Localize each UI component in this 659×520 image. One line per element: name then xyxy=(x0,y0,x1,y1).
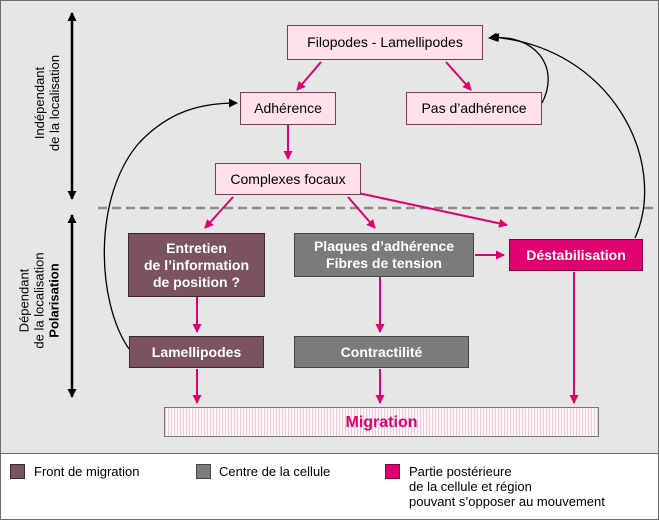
legend-swatch-front xyxy=(10,464,25,479)
legend-label-centre: Centre de la cellule xyxy=(219,464,331,479)
legend-swatch-rear xyxy=(385,464,400,479)
label-polarisation: Polarisation xyxy=(46,263,62,338)
arrow-lamellipodes-adherence xyxy=(103,98,238,350)
legend-label-front: Front de migration xyxy=(34,464,140,479)
arrow-complexes-destabilisation xyxy=(357,192,508,228)
arrow-filopodes-adherence xyxy=(296,61,322,91)
arrow-destabilisation-filopodes xyxy=(490,33,646,239)
box-plaques-fibres: Plaques d’adhérence Fibres de tension xyxy=(294,233,474,277)
arrow-filopodes-pas-adherence xyxy=(445,61,472,91)
box-destabilisation: Déstabilisation xyxy=(509,239,643,271)
box-lamellipodes: Lamellipodes xyxy=(129,336,264,368)
box-migration: Migration xyxy=(164,407,599,437)
box-contractilite: Contractilité xyxy=(294,336,469,368)
box-adherence: Adhérence xyxy=(240,92,336,125)
box-complexes-focaux: Complexes focaux xyxy=(215,163,361,195)
box-filopodes-lamellipodes: Filopodes - Lamellipodes xyxy=(287,25,483,60)
arrow-complexes-plaques xyxy=(347,196,376,229)
legend-label-rear: Partie postérieure de la cellule et régi… xyxy=(409,464,605,509)
legend-swatch-centre xyxy=(196,464,211,479)
arrow-complexes-entretien xyxy=(204,196,234,229)
box-entretien-information: Entretien de l’information de position ? xyxy=(128,233,265,297)
box-pas-adherence: Pas d’adhérence xyxy=(406,92,542,125)
